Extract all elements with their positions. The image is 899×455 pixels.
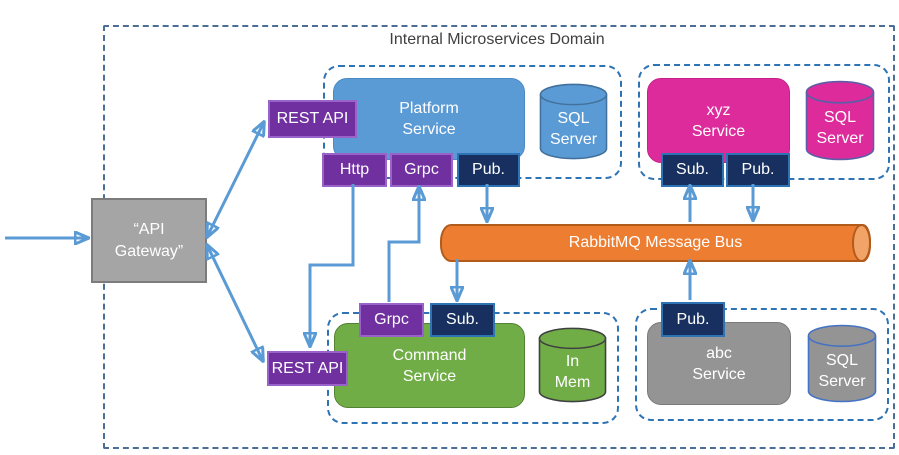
xyz-db-label: SQL Server	[816, 108, 864, 147]
command-rest-api-label: REST API	[271, 359, 344, 377]
api-gateway-label: “API Gateway”	[114, 220, 184, 260]
platform-pub-label: Pub.	[472, 161, 505, 178]
command-grpc-client: Grpc	[359, 303, 424, 337]
command-sub-label: Sub.	[446, 311, 479, 328]
platform-service-label: Platform Service	[399, 100, 459, 138]
command-db-label: In Mem	[554, 353, 591, 391]
api-gateway: “API Gateway”	[91, 198, 207, 283]
command-in-mem-db: In Mem	[538, 327, 607, 403]
database-cylinder-icon	[538, 327, 607, 403]
xyz-sub-label: Sub.	[676, 161, 709, 178]
platform-grpc-label: Grpc	[404, 161, 439, 178]
platform-rest-api: REST API	[268, 100, 357, 138]
platform-service: Platform Service	[333, 78, 525, 160]
platform-http-endpoint: Http	[322, 153, 387, 187]
platform-sql-server-db: SQL Server	[539, 83, 608, 160]
xyz-pub-endpoint: Pub.	[726, 153, 790, 187]
database-cylinder-icon	[539, 83, 608, 160]
abc-service-group	[635, 308, 889, 421]
abc-db-label: SQL Server	[818, 351, 866, 390]
xyz-sql-server-db: SQL Server	[805, 80, 875, 161]
abc-pub-label: Pub.	[676, 310, 710, 328]
xyz-sub-endpoint: Sub.	[661, 153, 724, 187]
xyz-service-label: xyz Service	[691, 101, 746, 140]
command-service-label: Command Service	[392, 346, 467, 385]
bus-end-cap	[852, 224, 871, 262]
xyz-service: xyz Service	[647, 78, 790, 163]
command-grpc-label: Grpc	[374, 311, 409, 328]
command-rest-api: REST API	[267, 351, 348, 386]
platform-db-label: SQL Server	[549, 109, 598, 148]
database-cylinder-icon	[805, 80, 875, 161]
platform-rest-api-label: REST API	[276, 110, 349, 127]
platform-grpc-endpoint: Grpc	[390, 153, 453, 187]
bus-label: RabbitMQ Message Bus	[568, 234, 743, 251]
xyz-pub-label: Pub.	[741, 161, 775, 178]
platform-http-label: Http	[339, 161, 370, 178]
database-cylinder-icon	[807, 324, 877, 403]
abc-sql-server-db: SQL Server	[807, 324, 877, 403]
domain-title: Internal Microservices Domain	[389, 31, 605, 48]
command-service: Command Service	[334, 323, 525, 408]
command-sub-endpoint: Sub.	[430, 303, 495, 337]
platform-pub-endpoint: Pub.	[457, 153, 520, 187]
abc-service-label: abc Service	[692, 344, 746, 383]
rabbitmq-message-bus: RabbitMQ Message Bus	[440, 224, 871, 262]
abc-pub-endpoint: Pub.	[661, 302, 725, 337]
